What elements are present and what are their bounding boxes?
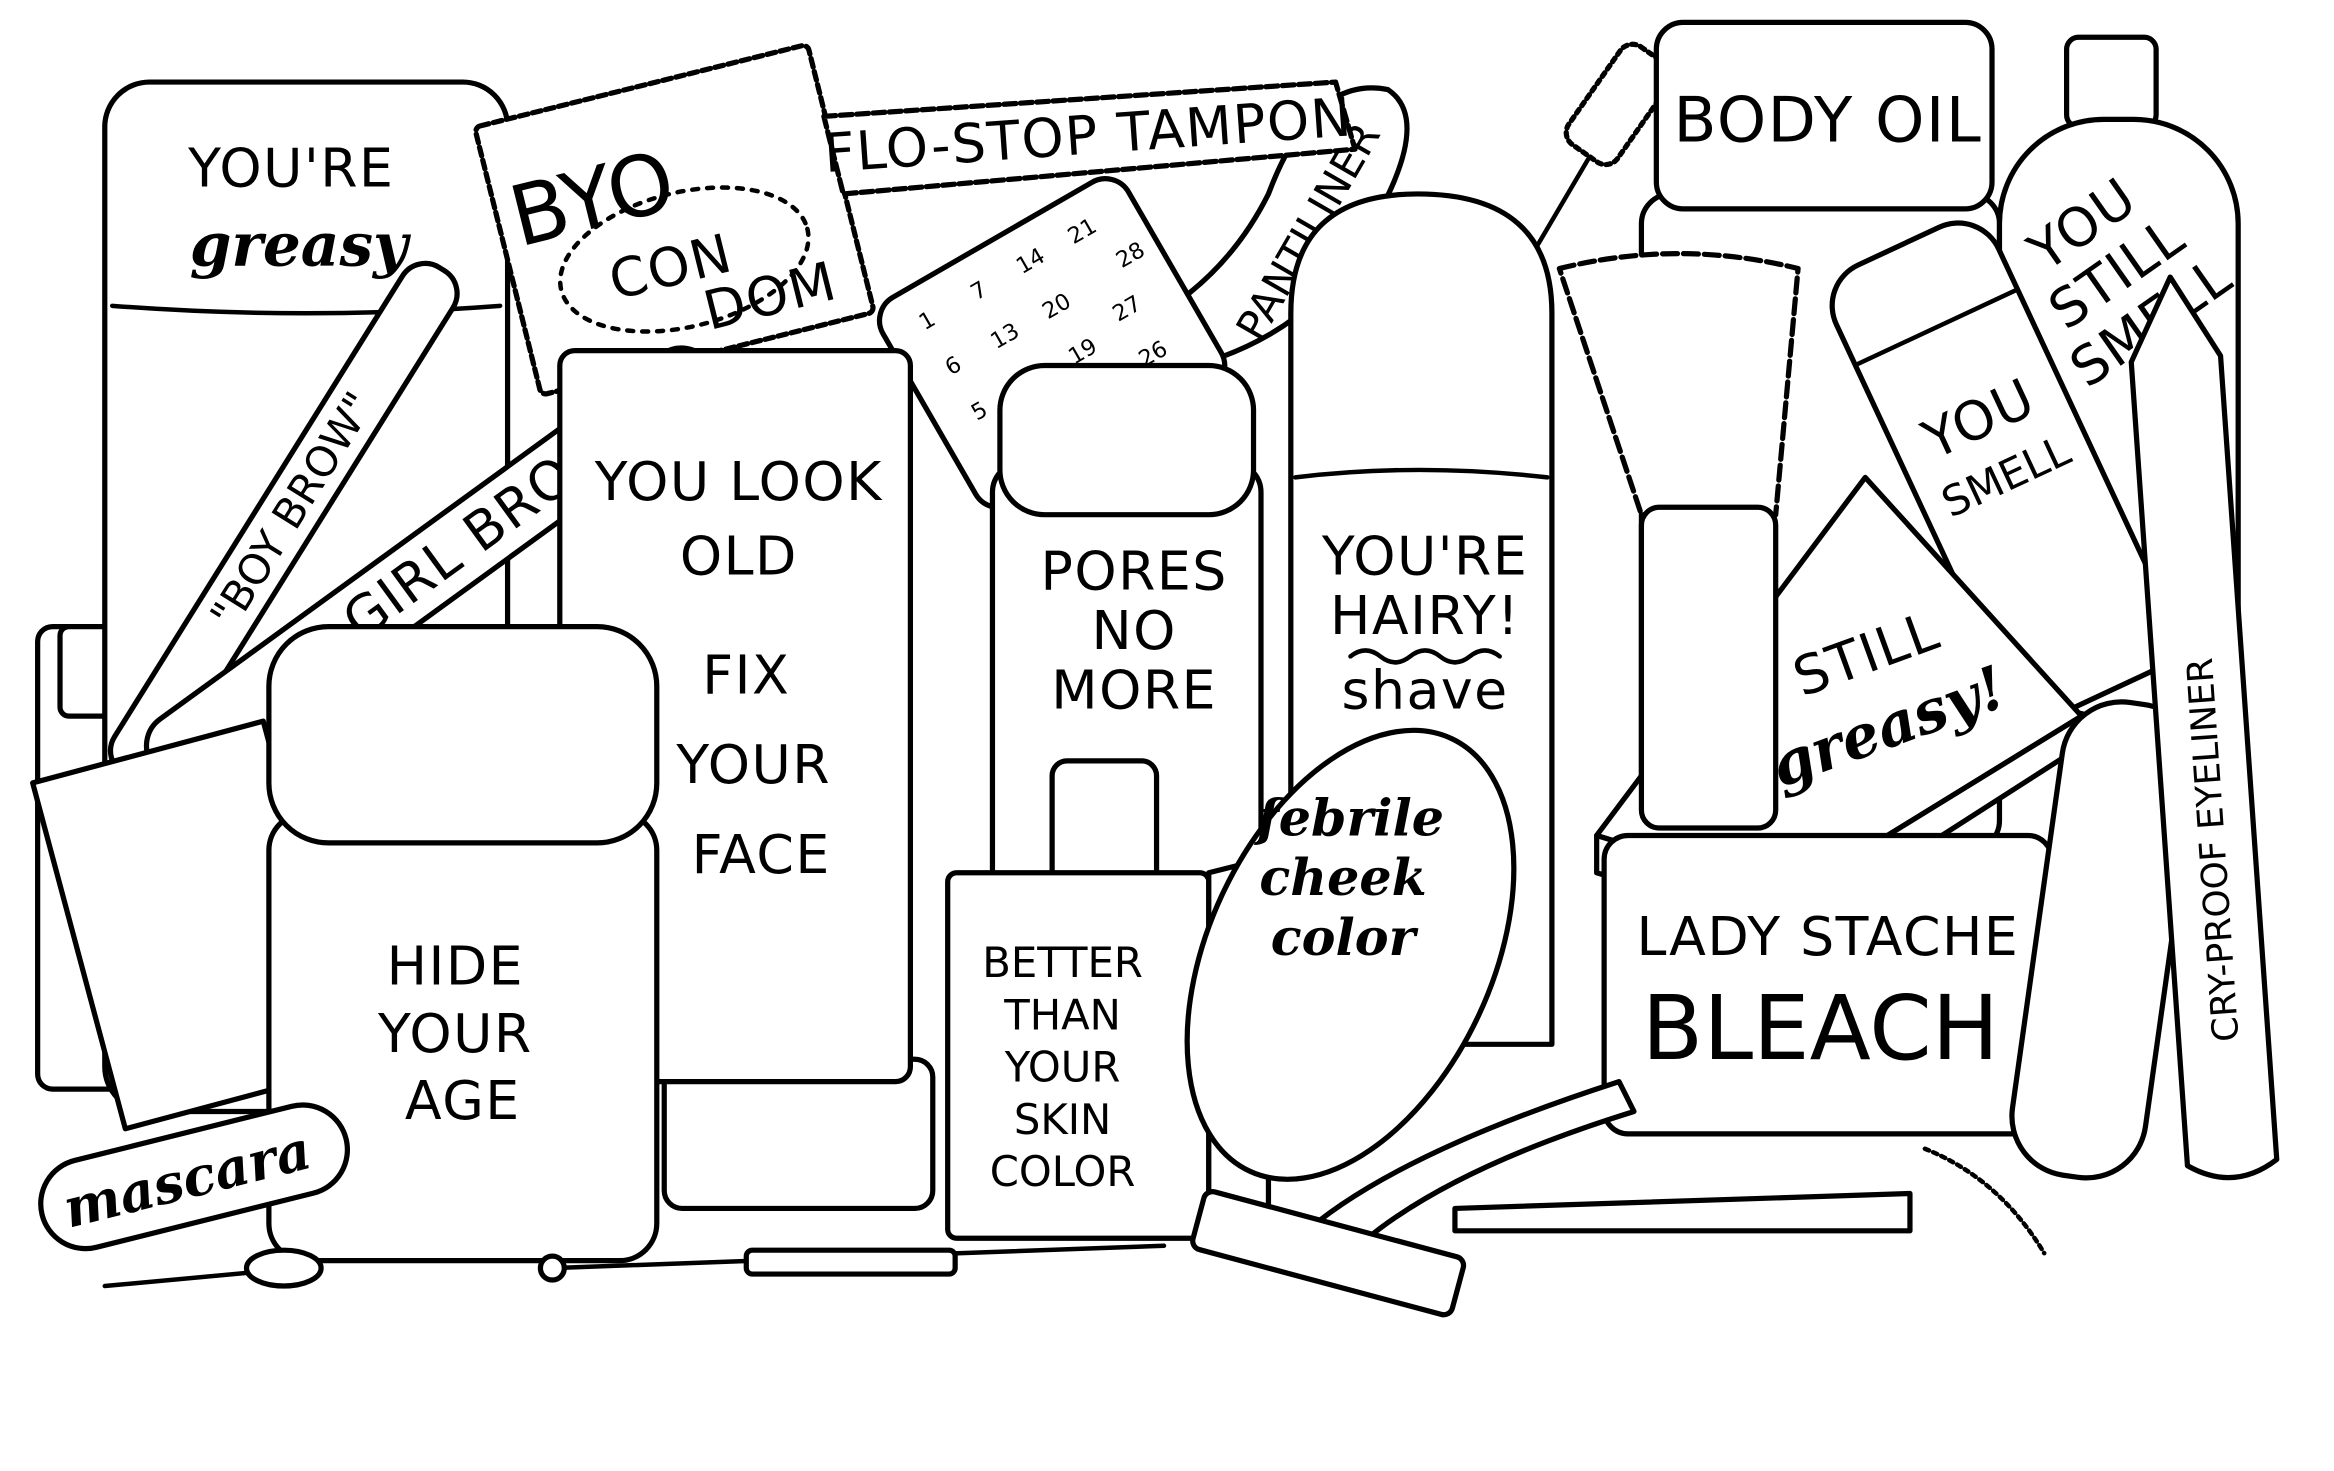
pores-label-3: MORE [1051, 659, 1217, 722]
razor [1190, 1079, 1637, 1318]
cheek-color-compact: febrile cheek color [1184, 727, 1517, 1182]
greasy-bottle-label-2: greasy [190, 211, 412, 281]
look-old-label-3: FIX [702, 644, 790, 707]
body-oil-label: BODY OIL [1674, 84, 1983, 157]
cheek-label-2: cheek [1259, 847, 1426, 907]
bleach-label-1: LADY STACHE [1636, 905, 2019, 968]
look-old-label-5: FACE [692, 823, 831, 886]
skin-color-label-4: SKIN [1014, 1095, 1111, 1144]
hairy-label-1: YOU'RE [1321, 524, 1528, 587]
sponge-applicator [102, 1247, 324, 1289]
pores-label-2: NO [1091, 599, 1176, 662]
look-old-label-1: YOU LOOK [594, 450, 883, 513]
hairy-label-3: shave [1342, 659, 1509, 722]
skin-color-label-1: BETTER [982, 938, 1143, 987]
skin-color-label-3: YOUR [1004, 1043, 1121, 1092]
look-old-label-2: OLD [680, 524, 798, 587]
hide-age-label-2: YOUR [377, 1002, 533, 1065]
you-smell-bottle: YOU SMELL [1829, 220, 2176, 719]
eyeliner-pencil: CRY-PROOF EYELINER [2128, 274, 2280, 1181]
greasy-bottle-label-1: YOU'RE [187, 136, 394, 199]
cheek-label-1: febrile [1254, 787, 1444, 847]
skin-color-label-2: THAN [1003, 990, 1121, 1039]
false-eyelashes [1922, 1146, 2047, 1256]
hairy-label-2: HAIRY! [1330, 584, 1520, 647]
bleach-label-2: BLEACH [1642, 977, 1999, 1081]
hide-age-label-1: HIDE [387, 935, 524, 998]
lady-stache-bleach-tub: LADY STACHE BLEACH [1601, 832, 2055, 1137]
skin-color-foundation: BETTER THAN YOUR SKIN COLOR [945, 758, 1272, 1241]
makeup-brush [1556, 251, 1801, 831]
spoolie [537, 1243, 1167, 1283]
condom-packet: BYO CON DOM [473, 42, 876, 397]
look-old-label-4: YOUR [675, 733, 831, 796]
pores-label-1: PORES [1040, 539, 1227, 602]
skin-color-label-5: COLOR [990, 1147, 1136, 1196]
cheek-label-3: color [1271, 907, 1419, 967]
hide-age-jar: HIDE YOUR AGE [266, 623, 660, 1264]
hide-age-label-3: AGE [405, 1069, 521, 1132]
tweezers [1452, 1190, 1913, 1234]
